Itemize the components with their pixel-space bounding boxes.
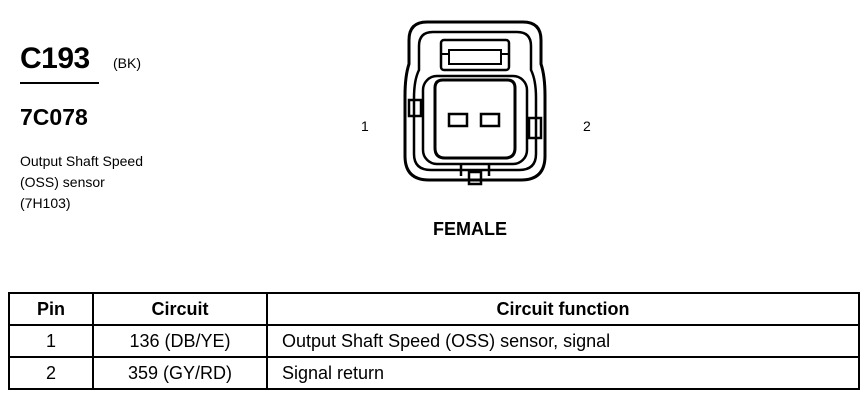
connector-color-code: (BK)	[113, 55, 141, 71]
component-description: Output Shaft Speed (OSS) sensor (7H103)	[20, 151, 143, 214]
connector-outer-housing	[403, 20, 547, 182]
header-circuit: Circuit	[92, 292, 268, 326]
header-pin: Pin	[8, 292, 94, 326]
pin-cavity-2	[479, 112, 501, 128]
table-row: 2 359 (GY/RD) Signal return	[8, 356, 860, 390]
table-row: 1 136 (DB/YE) Output Shaft Speed (OSS) s…	[8, 324, 860, 358]
pinout-table: Pin Circuit Circuit function 1 136 (DB/Y…	[8, 292, 860, 390]
pin-label-left: 1	[361, 118, 369, 134]
connector-latch	[439, 38, 511, 72]
pin-cavity-1	[447, 112, 469, 128]
pin-label-right: 2	[583, 118, 591, 134]
connector-face-drawing	[403, 20, 547, 186]
header-circuit-function: Circuit function	[266, 292, 860, 326]
description-line: (OSS) sensor	[20, 174, 105, 190]
connector-gender: FEMALE	[433, 219, 507, 239]
table-header-row: Pin Circuit Circuit function	[8, 292, 860, 326]
connector-id-underline	[20, 82, 99, 84]
cell-pin: 2	[8, 356, 94, 390]
description-line: Output Shaft Speed	[20, 153, 143, 169]
cell-function: Signal return	[266, 356, 860, 390]
connector-id: C193	[20, 42, 90, 75]
description-line: (7H103)	[20, 195, 71, 211]
connector-terminal-body	[433, 78, 517, 160]
part-number: 7C078	[20, 104, 88, 130]
cell-circuit: 359 (GY/RD)	[92, 356, 268, 390]
connector-inner-housing	[412, 30, 538, 172]
cell-function: Output Shaft Speed (OSS) sensor, signal	[266, 324, 860, 358]
cell-pin: 1	[8, 324, 94, 358]
cell-circuit: 136 (DB/YE)	[92, 324, 268, 358]
